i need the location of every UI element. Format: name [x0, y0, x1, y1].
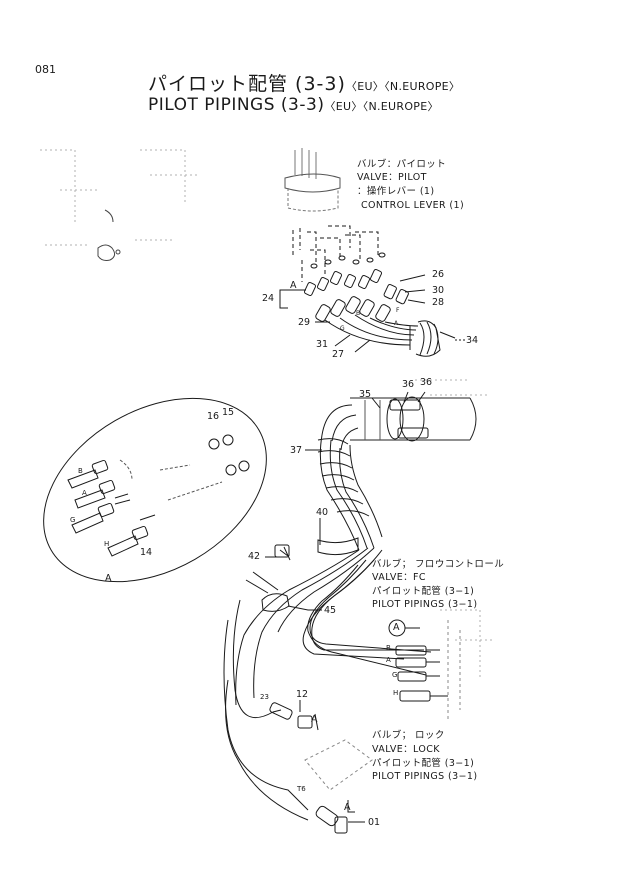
note-valve-pilot-en: VALVE：PILOT: [357, 172, 427, 183]
pilot-valve: [284, 148, 341, 212]
note-pilot-pipings-2-jp: パイロット配管 (3−1): [372, 758, 475, 769]
callout-31: 31: [316, 339, 329, 350]
callout-45: 45: [324, 605, 337, 616]
note-control-lever-jp: ：操作レバー (1): [357, 186, 435, 197]
callout-36a: 36: [402, 379, 415, 390]
upper-leaders: [279, 274, 465, 353]
top-label-B: B: [356, 310, 361, 317]
detail-label-A: A: [82, 489, 87, 497]
hose-label-H: H: [393, 689, 399, 697]
callout-37: 37: [290, 445, 303, 456]
hose-label-A: A: [386, 656, 391, 664]
region-eu-en: 〈EU〉: [324, 100, 363, 113]
letter-A-circle: A: [393, 622, 400, 633]
fc-valve-connectors: [395, 620, 461, 720]
hose-clamp-assembly: [321, 396, 477, 451]
callout-15: 15: [222, 407, 235, 418]
detail-label-H: H: [104, 540, 110, 548]
callout-01: 01: [368, 817, 381, 828]
title-japanese-text: パイロット配管 (3-3): [148, 73, 346, 95]
faint-clip-icon: [97, 209, 121, 261]
region-n-europe: 〈N.EUROPE〉: [384, 80, 461, 93]
note-pilot-pipings-1-en: PILOT PIPINGS (3−1): [372, 599, 478, 610]
callout-30: 30: [432, 285, 445, 296]
callout-28: 28: [432, 297, 445, 308]
detail-fittings: [67, 434, 250, 557]
fittings-cluster: [303, 252, 409, 322]
letter-A-top: A: [290, 280, 297, 291]
letter-A-lock-1: A: [311, 714, 318, 725]
detail-label-G: G: [70, 516, 76, 524]
callout-27: 27: [332, 349, 345, 360]
note-valve-fc-jp: バルブ； フロウコントロール: [372, 559, 505, 570]
callout-14: 14: [140, 547, 153, 558]
faint-background-sketch: [40, 149, 495, 680]
pipe-label-23: 23: [260, 693, 269, 701]
lower-leaders: [265, 391, 426, 823]
hose-bundle-main: [235, 434, 432, 706]
region-n-europe-en: 〈N.EUROPE〉: [362, 100, 439, 113]
hose-label-G: G: [392, 671, 398, 679]
detail-marker-A: [388, 619, 406, 637]
title-english-text: PILOT PIPINGS (3-3): [148, 95, 325, 115]
note-valve-lock-en: VALVE：LOCK: [372, 744, 440, 755]
note-pilot-pipings-2-en: PILOT PIPINGS (3−1): [372, 771, 478, 782]
region-eu: 〈EU〉: [345, 80, 385, 93]
callout-26: 26: [432, 269, 445, 280]
callout-36b: 36: [420, 377, 433, 388]
letter-A-detail: A: [105, 573, 112, 584]
detail-label-B: B: [78, 467, 83, 475]
note-control-lever-en: CONTROL LEVER (1): [361, 200, 465, 211]
callout-16: 16: [207, 411, 220, 422]
callout-34: 34: [466, 335, 479, 346]
top-label-A: A: [394, 320, 399, 327]
hose-label-B: B: [386, 644, 391, 652]
top-label-G: G: [340, 325, 345, 332]
note-valve-lock-jp: バルブ； ロック: [372, 730, 445, 741]
pilot-port-connections: [292, 225, 379, 282]
title-english: PILOT PIPINGS (3-3)〈EU〉〈N.EUROPE〉: [148, 97, 439, 114]
note-valve-fc-en: VALVE：FC: [372, 572, 426, 583]
detail-view-A: [43, 397, 267, 583]
letter-A-lock-2: A: [344, 802, 351, 813]
callout-42: 42: [248, 551, 261, 562]
note-valve-pilot-jp: バルブ：パイロット: [357, 159, 447, 170]
lower-hoses: [223, 599, 373, 834]
callout-24: 24: [262, 293, 275, 304]
callout-29: 29: [298, 317, 311, 328]
spiral-wrap: [317, 438, 370, 517]
callout-35: 35: [359, 389, 372, 400]
pipe-label-t6: T6: [297, 785, 306, 793]
title-japanese: パイロット配管 (3-3)〈EU〉〈N.EUROPE〉: [148, 75, 460, 94]
page-number: 081: [35, 63, 56, 76]
upper-hose-bundle: [324, 314, 456, 357]
callout-40: 40: [316, 507, 329, 518]
top-label-F: F: [396, 307, 400, 314]
note-pilot-pipings-1-jp: パイロット配管 (3−1): [372, 586, 475, 597]
callout-12: 12: [296, 689, 309, 700]
